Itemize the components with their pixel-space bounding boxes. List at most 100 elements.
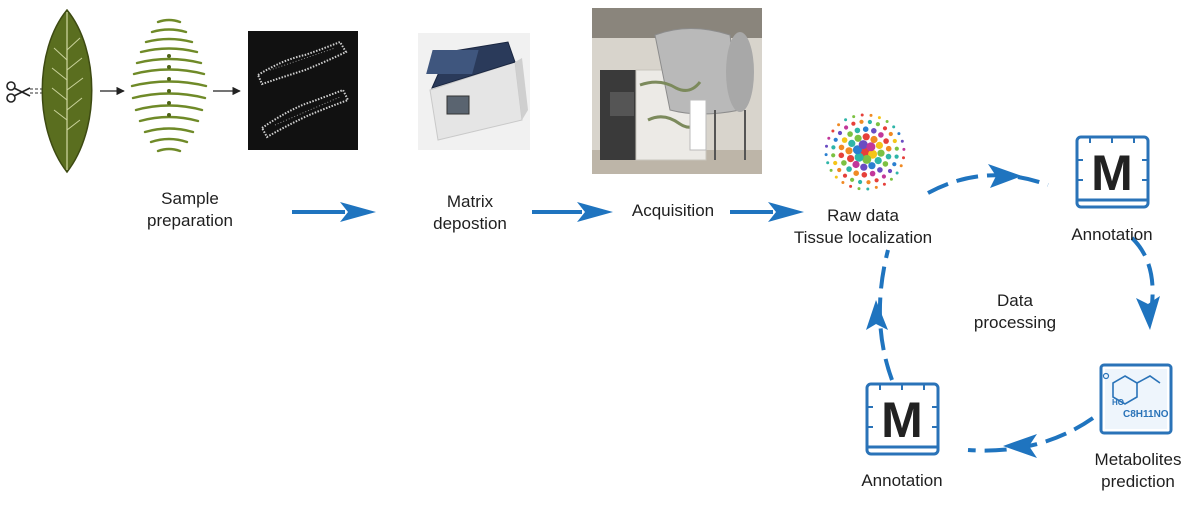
raw-data-dot bbox=[862, 126, 869, 132]
label-data-processing: Data processing bbox=[960, 290, 1070, 334]
raw-data-dot bbox=[877, 167, 883, 173]
matrix-sprayer-photo bbox=[418, 33, 530, 150]
raw-data-dot bbox=[858, 140, 868, 150]
raw-data-dot bbox=[831, 129, 835, 133]
raw-data-dot bbox=[875, 122, 881, 127]
raw-data-dot bbox=[833, 160, 838, 166]
molecule-ho-text: HO bbox=[1112, 398, 1124, 407]
label-line: preparation bbox=[146, 211, 233, 230]
raw-data-dot bbox=[859, 119, 864, 124]
raw-data-dot bbox=[860, 163, 868, 171]
raw-data-dot bbox=[841, 137, 848, 143]
raw-data-dot bbox=[874, 185, 878, 189]
raw-data-dot bbox=[827, 136, 831, 140]
label-line: prediction bbox=[1101, 472, 1175, 491]
label-line: Metabolites bbox=[1094, 450, 1182, 469]
raw-data-dot bbox=[889, 177, 893, 181]
raw-data-dot bbox=[831, 145, 836, 150]
tissue-image-icon bbox=[248, 31, 358, 150]
raw-data-dot bbox=[885, 120, 889, 123]
raw-data-dot bbox=[831, 153, 836, 158]
raw-data-dot bbox=[894, 154, 899, 159]
annotation-bottom-letter: M bbox=[881, 392, 923, 448]
raw-data-dot bbox=[854, 127, 861, 134]
raw-data-dot bbox=[852, 160, 860, 169]
label-line: Raw data bbox=[827, 206, 899, 225]
raw-data-dot bbox=[862, 133, 870, 141]
raw-data-dot bbox=[875, 141, 884, 149]
raw-data-dot bbox=[882, 161, 889, 167]
label-line: Acquisition bbox=[631, 201, 715, 220]
raw-data-dot bbox=[868, 149, 878, 159]
raw-data-dot bbox=[837, 130, 843, 136]
label-sample-preparation: Sample preparation bbox=[130, 188, 250, 232]
raw-data-dot bbox=[866, 180, 871, 185]
label-line: processing bbox=[973, 313, 1057, 332]
annotation-m-icon: M bbox=[1075, 135, 1150, 209]
raw-data-dot bbox=[854, 152, 864, 162]
raw-data-dot bbox=[887, 168, 893, 174]
label-matrix-deposition: Matrix depostion bbox=[405, 191, 535, 235]
label-line: Data bbox=[997, 291, 1033, 310]
raw-data-dot bbox=[867, 119, 873, 125]
raw-data-dot bbox=[874, 178, 879, 183]
raw-data-dot bbox=[862, 154, 872, 164]
label-line: Sample bbox=[161, 189, 219, 208]
raw-data-dot bbox=[833, 137, 838, 142]
raw-data-dot bbox=[897, 132, 901, 136]
label-line: Matrix bbox=[446, 192, 494, 211]
molecule-formula-text: C8H11NO bbox=[1123, 409, 1169, 420]
raw-data-dot bbox=[849, 184, 853, 188]
raw-data-dot bbox=[892, 162, 897, 167]
molecule-structure-icon: HO C8H11NO bbox=[1099, 363, 1173, 435]
raw-data-dot bbox=[847, 131, 853, 137]
raw-data-dot bbox=[844, 125, 849, 130]
raw-data-dot bbox=[838, 144, 845, 151]
raw-data-dot bbox=[888, 131, 893, 137]
label-metabolites-prediction: Metabolites prediction bbox=[1078, 449, 1198, 493]
raw-data-dot bbox=[852, 145, 862, 155]
leaf-sections-midrib bbox=[167, 54, 171, 117]
raw-data-dot bbox=[874, 157, 882, 165]
raw-data-dot bbox=[881, 174, 887, 179]
raw-data-dot bbox=[895, 171, 899, 175]
label-line: Annotation bbox=[1071, 225, 1153, 244]
raw-data-dot bbox=[882, 182, 886, 186]
process-arrow bbox=[532, 202, 613, 222]
raw-data-dot bbox=[885, 145, 892, 152]
annotation-top-letter: M bbox=[1091, 145, 1133, 201]
raw-data-dot bbox=[882, 126, 888, 131]
raw-data-dot bbox=[902, 156, 905, 160]
raw-data-dot bbox=[899, 164, 903, 168]
cycle-arrowhead-right bbox=[1136, 296, 1160, 330]
raw-data-dot bbox=[825, 144, 828, 148]
raw-data-dot bbox=[824, 153, 828, 157]
raw-data-dot bbox=[857, 187, 861, 191]
raw-data-dot bbox=[838, 152, 845, 159]
raw-data-dot bbox=[848, 139, 856, 147]
raw-data-dot bbox=[877, 116, 881, 120]
raw-data-dots-icon bbox=[824, 113, 906, 191]
leaf-icon bbox=[41, 8, 93, 174]
raw-data-dot bbox=[871, 128, 877, 134]
raw-data-dot bbox=[869, 113, 873, 117]
process-arrow bbox=[730, 202, 804, 222]
raw-data-dot bbox=[869, 170, 876, 177]
mass-spectrometer-photo bbox=[592, 8, 762, 174]
raw-data-dot bbox=[868, 162, 876, 170]
raw-data-dot bbox=[892, 138, 897, 144]
raw-data-dot bbox=[866, 187, 870, 191]
raw-data-dot bbox=[883, 138, 889, 144]
cycle-arrowhead-top bbox=[988, 164, 1022, 188]
raw-data-dot bbox=[844, 118, 848, 122]
raw-data-dot bbox=[892, 125, 896, 129]
label-line: Tissue localization bbox=[793, 228, 933, 247]
label-line: depostion bbox=[433, 214, 507, 233]
raw-data-dot bbox=[885, 153, 892, 160]
leaf-sections-icon bbox=[130, 18, 208, 153]
raw-data-dot bbox=[877, 149, 885, 157]
cycle-arc-top bbox=[927, 173, 1049, 195]
raw-data-dot bbox=[829, 168, 833, 172]
raw-data-dot bbox=[841, 181, 845, 184]
raw-data-dot bbox=[841, 160, 847, 166]
